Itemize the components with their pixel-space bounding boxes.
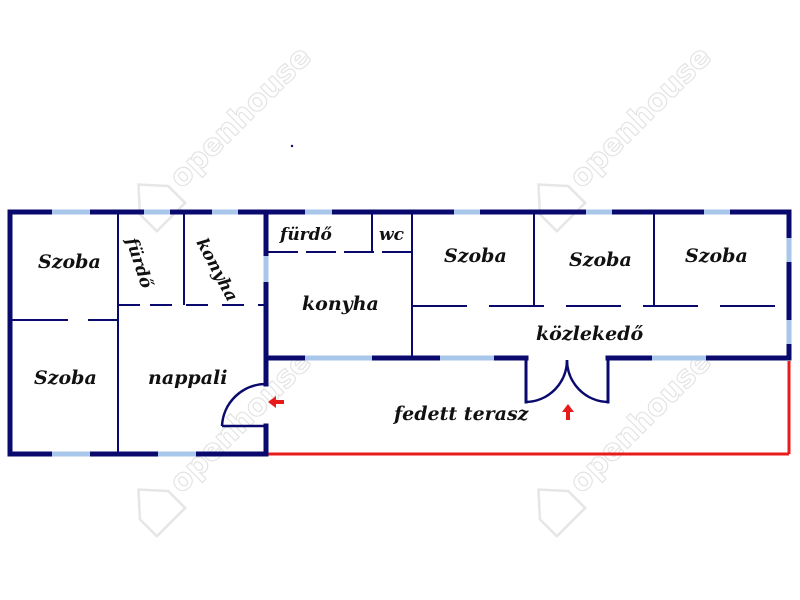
stray-dot	[290, 144, 294, 148]
svg-text:openhouse: openhouse	[563, 344, 719, 500]
terrace-outline	[268, 361, 791, 456]
interior-walls-right	[268, 212, 789, 358]
room-label-furdo-left: fürdő	[121, 234, 157, 291]
windows	[52, 209, 792, 457]
watermark-top-left: openhouse	[137, 39, 319, 233]
terrace-double-door	[525, 359, 609, 404]
room-label-szoba-top-left: Szoba	[38, 251, 101, 273]
room-label-konyha-right: konyha	[302, 293, 379, 315]
room-label-nappali: nappali	[148, 367, 227, 389]
svg-text:openhouse: openhouse	[563, 39, 719, 195]
terrace-door-arrow	[562, 404, 574, 420]
interior-walls-left	[10, 212, 266, 454]
svg-text:openhouse: openhouse	[163, 39, 319, 195]
room-label-furdo-right: fürdő	[279, 225, 333, 245]
room-label-szoba-1: Szoba	[444, 245, 507, 267]
room-label-kozlekedo: közlekedő	[536, 323, 643, 345]
room-label-szoba-bottom-left: Szoba	[34, 367, 97, 389]
watermark-top-right: openhouse	[537, 39, 719, 233]
room-label-fedett-terasz: fedett terasz	[392, 403, 530, 425]
watermark-middle-right: openhouse	[537, 344, 719, 538]
room-label-szoba-2: Szoba	[569, 249, 632, 271]
room-labels: Szoba fürdő konyha Szoba nappali fürdő w…	[34, 225, 748, 425]
room-label-wc: wc	[379, 225, 405, 245]
room-label-konyha-left: konyha	[192, 235, 242, 305]
room-label-szoba-3: Szoba	[685, 245, 748, 267]
side-entrance-arrow	[268, 396, 284, 408]
side-entrance-door	[220, 382, 267, 428]
